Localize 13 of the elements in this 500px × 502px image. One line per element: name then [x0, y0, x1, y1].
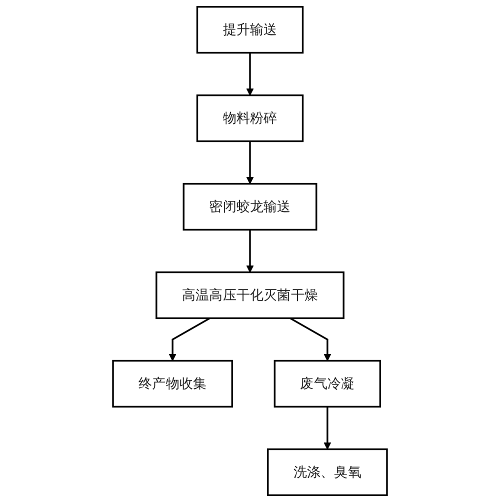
node-box: 高温高压干化灭菌干燥 — [156, 271, 344, 320]
arrow — [168, 317, 210, 362]
node-box: 终产物收集 — [112, 360, 233, 408]
arrow — [290, 317, 332, 362]
node-box: 密闭蛟龙输送 — [182, 182, 318, 231]
node-box: 废气冷凝 — [274, 360, 382, 408]
node-box: 洗涤、臭氧 — [267, 448, 388, 496]
node-box: 提升输送 — [196, 6, 304, 54]
arrow — [246, 52, 254, 96]
arrow — [246, 230, 254, 273]
arrow — [324, 406, 332, 450]
node-box: 物料粉碎 — [196, 94, 304, 142]
arrow — [246, 141, 254, 184]
